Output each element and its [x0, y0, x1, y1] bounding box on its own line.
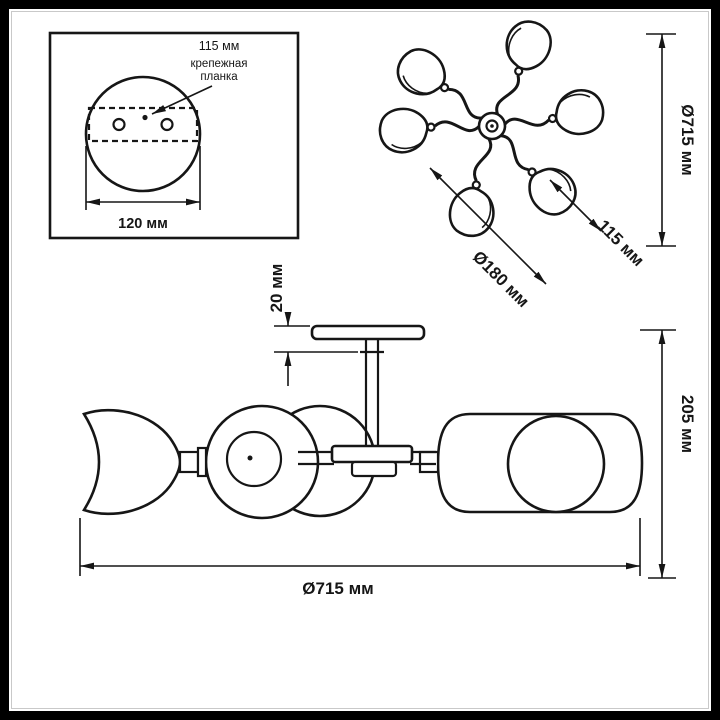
sideview-dim-715-label: Ø715 мм [302, 579, 373, 598]
shade-holder-left [178, 450, 200, 474]
side-arms [298, 450, 436, 466]
shade-tulip-left [82, 408, 182, 516]
shade-circle-inner [225, 430, 283, 488]
shade-holder-right [418, 450, 440, 474]
inset-dim-115-label: 115 мм [199, 39, 240, 53]
sideview-dim-20-label: 20 мм [267, 264, 286, 313]
bracket-reference-dot [142, 114, 148, 121]
bracket-label-line2: планка [200, 71, 238, 83]
side-view: 20 мм 205 мм Ø715 мм [79, 264, 697, 598]
center-hub-dot [490, 124, 494, 128]
inset-dim-120-label: 120 мм [118, 216, 168, 232]
bracket-label-line1: крепежная [191, 58, 248, 70]
dim-overall-width: Ø715 мм [79, 518, 641, 598]
arm-shade-1 [396, 48, 482, 120]
shade-circle-dot [247, 455, 253, 461]
topview-dim-715-label: Ø715 мм [678, 104, 697, 175]
arm-shade-6 [378, 107, 481, 154]
page-frame-inner-line [11, 11, 709, 709]
sideview-dim-205-label: 205 мм [678, 395, 697, 453]
canopy-circle [84, 75, 202, 193]
arm-shade-2 [495, 20, 552, 115]
bracket-leader-line [151, 85, 213, 115]
hub-bracket [350, 460, 398, 478]
inset-mounting-view: 115 мм крепежная планка 120 мм [48, 31, 300, 240]
dim-canopy: 20 мм [267, 264, 358, 386]
shade-circle-right [506, 414, 606, 514]
mounting-hole-left [112, 117, 126, 132]
hub-bar [330, 444, 414, 464]
arm-shade-3 [503, 89, 605, 136]
ceiling-plate [310, 324, 426, 341]
mounting-bracket-dashed-outline [87, 106, 199, 143]
dim-total-height: 205 мм [640, 329, 697, 579]
dim-topview-diameter: Ø715 мм [646, 33, 697, 247]
shade-ring-left [196, 446, 208, 478]
mounting-hole-right [160, 117, 174, 132]
